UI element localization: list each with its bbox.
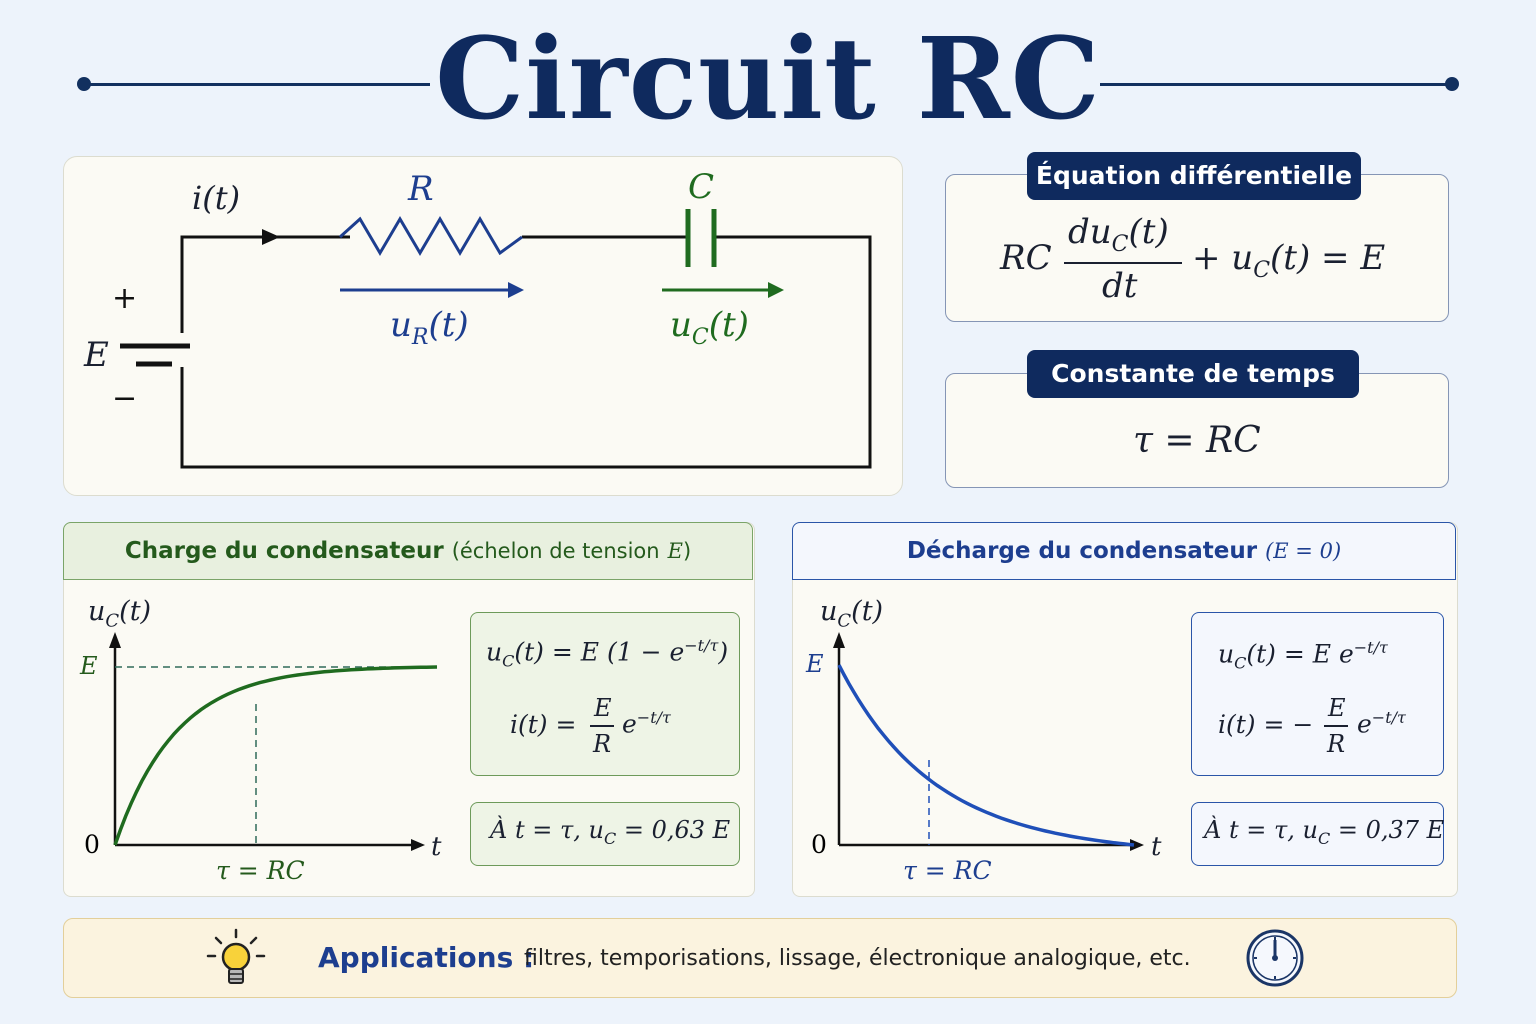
charge-formula-box: [470, 612, 740, 776]
discharge-formula-i-lhs: i(t) = −: [1218, 710, 1314, 739]
discharge-note-box: [1191, 802, 1444, 866]
equation-rc: RC: [1000, 238, 1052, 278]
charge-header: Charge du condensateur (échelon de tensi…: [63, 522, 753, 580]
discharge-y-tick-e: E: [806, 650, 824, 678]
applications-text: filtres, temporisations, lissage, électr…: [524, 946, 1191, 971]
capacitor-label: C: [688, 167, 715, 207]
charge-y-label: uC(t): [88, 596, 152, 632]
charge-y-tick-e: E: [80, 652, 98, 680]
charge-note-box: [470, 802, 740, 866]
discharge-origin: 0: [811, 830, 827, 859]
time-constant-header: Constante de temps: [1027, 350, 1359, 398]
charge-curve: [113, 665, 438, 846]
charge-formula-i-num: E: [594, 694, 612, 722]
discharge-y-arrow-icon: [833, 632, 845, 648]
discharge-formula-i-bar: [1324, 725, 1348, 727]
charge-formula-i-lhs: i(t) =: [510, 710, 577, 739]
discharge-formula-box: [1191, 612, 1444, 776]
equation-numerator: duC(t): [1068, 212, 1169, 257]
charge-y-arrow-icon: [109, 632, 121, 648]
circuit-diagram: [120, 209, 872, 469]
discharge-x-label: t: [1151, 832, 1162, 862]
equation-header: Équation différentielle: [1027, 152, 1361, 200]
discharge-tau-label: τ = RC: [903, 856, 992, 885]
discharge-y-label: uC(t): [820, 596, 884, 632]
charge-note: À t = τ, uC = 0,63 E: [490, 816, 731, 848]
charge-formula-uc: uC(t) = E (1 − e−t/τ): [486, 636, 729, 671]
wire-bottom: [180, 235, 872, 469]
ur-arrow-icon: [508, 282, 524, 298]
title-line-left: [84, 83, 430, 86]
uc-arrow-icon: [768, 282, 784, 298]
source-minus: −: [112, 381, 138, 416]
page-title: Circuit RC: [435, 14, 1101, 145]
circuit-panel: i(t) R C E + − uR(t) uC(t): [63, 156, 903, 496]
discharge-formula-i-num: E: [1328, 694, 1346, 722]
uc-label: uC(t): [670, 305, 749, 350]
discharge-formula-i-exp: e−t/τ: [1357, 708, 1406, 739]
title-line-right-dot: [1445, 77, 1459, 91]
charge-formula-i-exp: e−t/τ: [622, 708, 671, 739]
equation-fraction-bar: [1064, 262, 1182, 264]
discharge-formula-i-den: R: [1327, 730, 1346, 758]
equation-denominator: dt: [1102, 266, 1138, 306]
discharge-curve: [837, 664, 1135, 847]
current-label: i(t): [192, 179, 241, 217]
charge-x-label: t: [431, 832, 442, 862]
lightbulb-icon: [206, 928, 266, 984]
resistor-label: R: [408, 169, 434, 209]
time-constant-formula: τ = RC: [1133, 420, 1261, 461]
battery-gap: [174, 333, 194, 367]
discharge-note: À t = τ, uC = 0,37 E: [1204, 816, 1445, 848]
applications-label: Applications :: [318, 941, 535, 974]
discharge-chart: [833, 632, 1144, 851]
charge-tau-label: τ = RC: [216, 856, 305, 885]
title-line-right: [1100, 83, 1452, 86]
applications-bar: [63, 918, 1457, 998]
source-label: E: [84, 335, 109, 375]
charge-chart: [109, 632, 438, 851]
charge-formula-i-bar: [590, 725, 614, 727]
discharge-header: Décharge du condensateur (E = 0): [792, 522, 1456, 580]
ur-label: uR(t): [390, 305, 469, 350]
source-plus: +: [112, 281, 138, 316]
discharge-x-arrow-icon: [1130, 839, 1144, 851]
discharge-formula-uc: uC(t) = E e−t/τ: [1218, 638, 1388, 673]
resistor-zigzag: [338, 216, 523, 256]
charge-x-arrow-icon: [411, 839, 425, 851]
charge-origin: 0: [84, 830, 100, 859]
clock-icon: [1246, 929, 1304, 987]
wire-left-top: [180, 235, 350, 467]
equation-rhs: + uC(t) = E: [1192, 238, 1386, 283]
charge-formula-i-den: R: [593, 730, 612, 758]
current-arrow-icon: [262, 229, 280, 245]
